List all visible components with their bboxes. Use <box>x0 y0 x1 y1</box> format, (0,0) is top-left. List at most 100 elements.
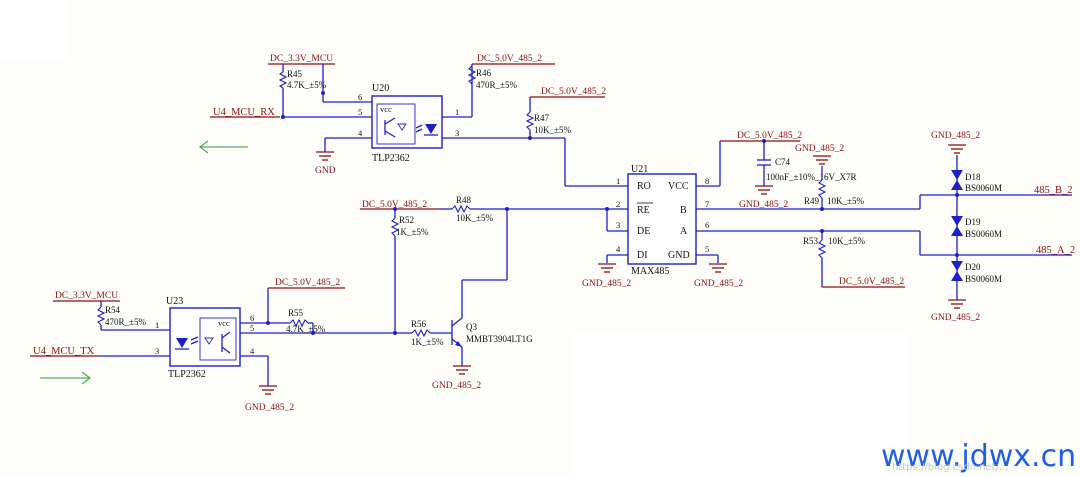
u21-a: A <box>680 226 688 237</box>
u21-part: MAX485 <box>631 266 669 277</box>
u21-pin7: 7 <box>705 199 709 209</box>
net-u4-tx: U4_MCU_TX <box>33 346 95 357</box>
net-485-b: 485_B_2 <box>1034 185 1073 196</box>
r46-value: 470R_±5% <box>476 80 517 90</box>
r47-ref: R47 <box>534 113 550 123</box>
r45-ref: R45 <box>287 69 303 79</box>
watermark-url: https://blog.csdn.net/... <box>892 462 1009 473</box>
u21-pin3: 3 <box>616 220 620 230</box>
u21-pin4: 4 <box>616 244 621 254</box>
net-gnd485-c74: GND_485_2 <box>739 200 788 210</box>
net-gnd485-c74b: GND_485_2 <box>795 144 844 154</box>
r49-ref: R49 <box>804 196 820 206</box>
r54-value: 470R_±5% <box>105 317 146 327</box>
u20-body <box>371 95 443 149</box>
u20-pin5: 5 <box>358 107 362 117</box>
net-dc50-vcc: DC_5.0V_485_2 <box>737 131 802 141</box>
u21-pin5: 5 <box>705 244 709 254</box>
c74-ref: C74 <box>775 157 791 167</box>
u21-b: B <box>680 205 687 216</box>
net-u4-rx: U4_MCU_RX <box>213 107 275 118</box>
u21-ref: U21 <box>631 164 648 175</box>
r49-value: 10K_±5% <box>827 196 864 206</box>
r56-value: 1K_±5% <box>411 337 444 347</box>
u23-pin5: 5 <box>250 323 254 333</box>
blank-panel <box>0 0 70 62</box>
u20-section: DC_3.3V_MCU R45 4.7K_±5% U4_MCU_RX GND v… <box>210 54 565 176</box>
r54-ref: R54 <box>105 305 121 315</box>
r55-ref: R55 <box>288 308 304 318</box>
u21-vcc: VCC <box>668 181 689 192</box>
r47-value: 10K_±5% <box>534 125 571 135</box>
d18-part: BS0060M <box>965 183 1002 193</box>
net-dc50-r55: DC_5.0V_485_2 <box>275 278 340 288</box>
u21-pin8: 8 <box>705 176 709 186</box>
driver-section: DC_5.0V_485_2 R52 1K_±5% R48 10K_±5% GND… <box>360 195 607 391</box>
net-dc50-r52: DC_5.0V_485_2 <box>362 200 427 210</box>
u21-di: DI <box>637 250 648 261</box>
u21-pin6: 6 <box>705 220 709 230</box>
u21-pin1: 1 <box>616 176 620 186</box>
r56-ref: R56 <box>411 319 427 329</box>
net-dc50-r46: DC_5.0V_485_2 <box>477 54 542 64</box>
r52-ref: R52 <box>399 215 414 225</box>
u23-pin6: 6 <box>250 313 254 323</box>
r46-ref: R46 <box>476 68 492 78</box>
u23-ref: U23 <box>166 296 183 307</box>
u23-pin1: 1 <box>155 320 159 330</box>
u21-ro: RO <box>637 181 651 192</box>
net-dc50-r53: DC_5.0V_485_2 <box>839 277 904 287</box>
u20-pin6: 6 <box>358 92 362 102</box>
net-gnd485-d18: GND_485_2 <box>931 131 980 141</box>
u20-ref: U20 <box>372 83 389 94</box>
net-dc50-r47: DC_5.0V_485_2 <box>541 87 606 97</box>
d19-ref: D19 <box>965 217 981 227</box>
d20-ref: D20 <box>965 262 981 272</box>
r48-value: 10K_±5% <box>456 213 493 223</box>
u20-pin3: 3 <box>455 128 459 138</box>
r48-ref: R48 <box>456 195 472 205</box>
net-gnd485-u21gnd: GND_485_2 <box>694 279 743 289</box>
tx-direction-arrow <box>40 371 91 385</box>
r47-section: DC_5.0V_485_2 R47 10K_±5% <box>525 87 628 187</box>
net-dc33-top: DC_3.3V_MCU <box>270 54 333 64</box>
u23-pin4: 4 <box>250 346 255 356</box>
watermark-panel <box>570 330 910 477</box>
u23-section: DC_3.3V_MCU R54 470R_±5% U4_MCU_TX vcc 1… <box>30 278 395 413</box>
r55-value: 4.7K_±5% <box>286 324 326 334</box>
u20-vcc-label: vcc <box>380 104 392 114</box>
u21-body <box>627 173 697 265</box>
watermark-site: www.jdwx.cn <box>881 439 1076 474</box>
u21-max485: U21 MAX485 RO RE DE DI VCC B A GND 1 2 3… <box>582 131 1075 289</box>
u23-vcc-label: vcc <box>218 318 230 328</box>
u20-pin1: 1 <box>455 107 459 117</box>
q3-ref: Q3 <box>466 322 477 332</box>
rx-direction-arrow <box>199 140 248 154</box>
d19-part: BS0060M <box>965 229 1002 239</box>
u21-re: RE <box>637 205 650 216</box>
tvs-diodes: GND_485_2 D18 BS0060M D19 BS0060M D20 BS… <box>931 131 1002 323</box>
u20-part: TLP2362 <box>372 153 410 164</box>
u23-part: TLP2362 <box>168 369 206 380</box>
u23-pin3: 3 <box>155 346 159 356</box>
net-gnd485-u21di: GND_485_2 <box>582 279 631 289</box>
r45-value: 4.7K_±5% <box>287 80 327 90</box>
u23-body <box>169 307 241 367</box>
net-gnd-u20: GND <box>315 166 336 176</box>
net-gnd485-q3: GND_485_2 <box>432 381 481 391</box>
r53-ref: R53 <box>803 236 819 246</box>
q3-part: MMBT3904LT1G <box>466 334 533 344</box>
net-dc33-bot: DC_3.3V_MCU <box>55 291 118 301</box>
net-485-a: 485_A_2 <box>1036 245 1075 256</box>
d18-ref: D18 <box>965 172 981 182</box>
d20-part: BS0060M <box>965 274 1002 284</box>
r52-value: 1K_±5% <box>396 227 429 237</box>
net-gnd485-u23: GND_485_2 <box>245 403 294 413</box>
net-gnd485-d20: GND_485_2 <box>931 313 980 323</box>
u21-pin2: 2 <box>616 199 620 209</box>
u21-de: DE <box>637 226 650 237</box>
r53-value: 10K_±5% <box>828 236 865 246</box>
u20-pin4: 4 <box>358 128 363 138</box>
c74-value: 100nF_±10%_16V_X7R <box>766 172 856 182</box>
